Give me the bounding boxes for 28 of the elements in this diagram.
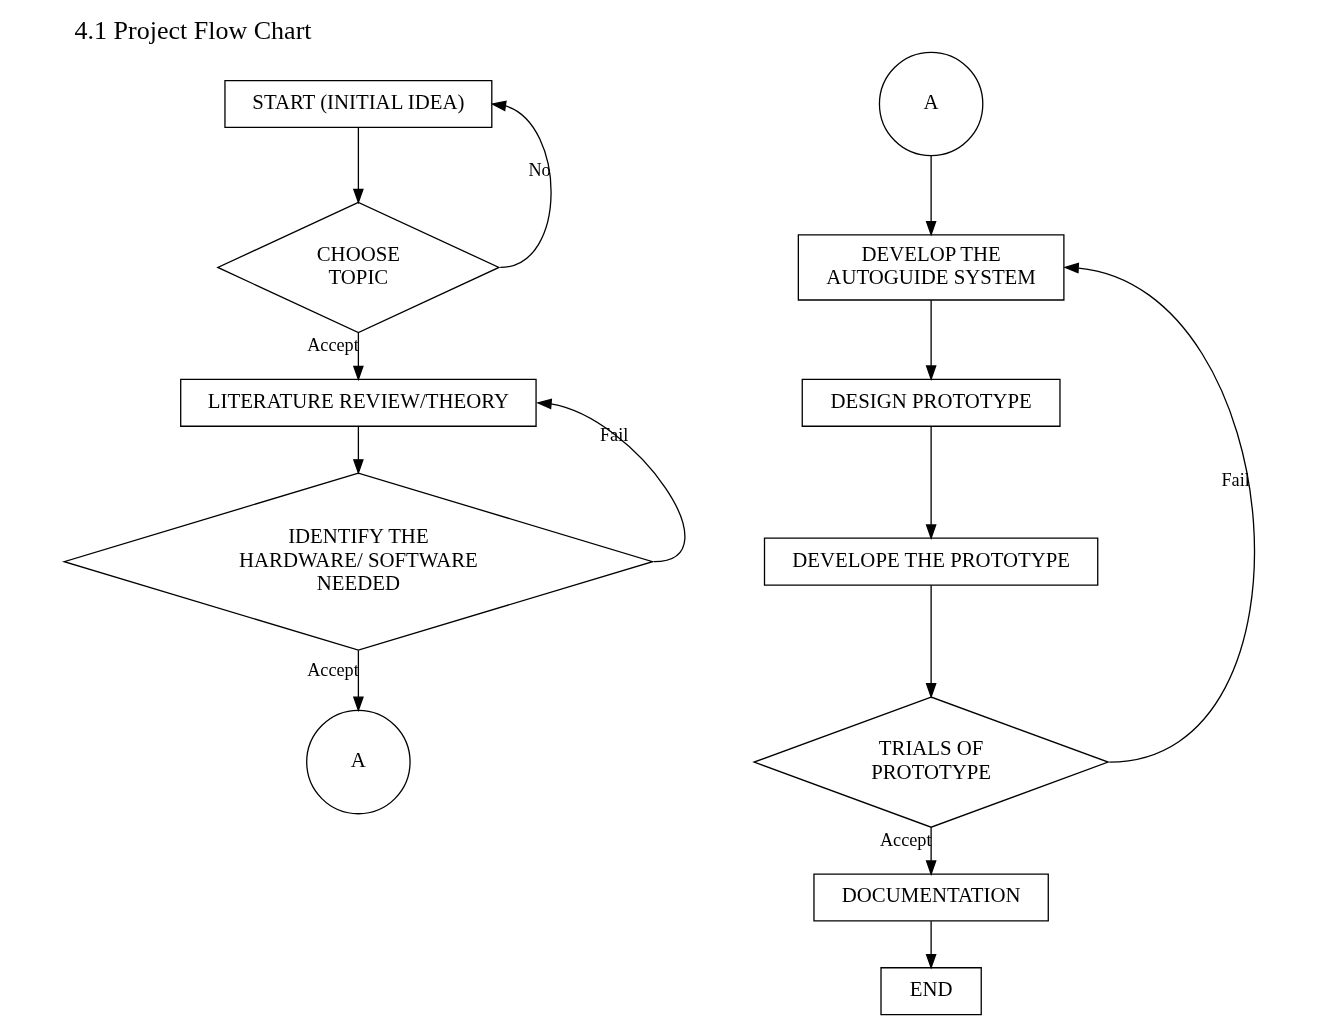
- arrow: [925, 425, 937, 540]
- arrow: [536, 398, 686, 563]
- arrow: [925, 299, 937, 381]
- arrow: [352, 127, 364, 205]
- arrow: [925, 920, 937, 970]
- arrow: [925, 584, 937, 699]
- node-circle: A: [306, 709, 411, 815]
- node-box: DEVELOPE THE PROTOTYPE: [763, 537, 1099, 586]
- node-box: DOCUMENTATION: [813, 873, 1049, 922]
- diagram-title: 4.1 Project Flow Chart: [74, 16, 312, 46]
- arrow: [1063, 262, 1255, 763]
- arrow: [352, 332, 364, 382]
- edge-label: Accept: [307, 659, 359, 680]
- edge-label: Accept: [307, 335, 359, 356]
- arrow: [925, 155, 937, 237]
- node-box: END: [880, 967, 982, 1016]
- node-box: START (INITIAL IDEA): [224, 79, 493, 129]
- node-box: DESIGN PROTOTYPE: [801, 378, 1061, 427]
- node-box: LITERATURE REVIEW/THEORY: [180, 378, 537, 427]
- node-diamond: TRIALS OF PROTOTYPE: [752, 696, 1111, 828]
- node-box: DEVELOP THE AUTOGUIDE SYSTEM: [797, 234, 1065, 301]
- arrow: [352, 425, 364, 475]
- node-diamond: CHOOSE TOPIC: [216, 201, 501, 334]
- arrow: [925, 826, 937, 876]
- arrow: [490, 100, 552, 269]
- node-circle: A: [878, 51, 984, 157]
- arrow: [352, 649, 364, 713]
- node-diamond: IDENTIFY THE HARDWARE/ SOFTWARE NEEDED: [61, 472, 655, 651]
